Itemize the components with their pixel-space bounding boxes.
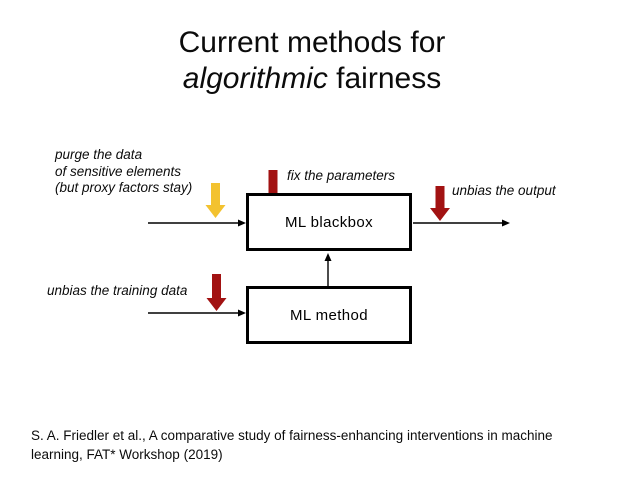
citation: S. A. Friedler et al., A comparative stu… [31,428,553,462]
page-title: Current methods for algorithmic fairness [0,25,624,97]
title-line-2: algorithmic fairness [0,61,624,97]
unbias-output-arrow-icon [430,186,450,221]
title-line-2-regular: fairness [327,62,442,95]
unbias-training-arrow-icon [206,274,227,311]
label-unbias-training-data: unbias the training data [47,283,188,298]
purge-data-arrow-icon [205,183,226,218]
ml-blackbox-label: ML blackbox [284,213,374,231]
title-line-1: Current methods for [178,26,446,59]
ml-method-label: ML method [289,306,369,324]
label-purge-data: purge the data of sensitive elements (bu… [55,147,193,195]
ml-blackbox-box: ML blackbox [246,193,412,251]
label-unbias-output: unbias the output [452,183,556,198]
ml-method-box: ML method [246,286,412,344]
title-line-2-italic: algorithmic [182,62,328,95]
label-fix-parameters: fix the parameters [287,168,396,183]
